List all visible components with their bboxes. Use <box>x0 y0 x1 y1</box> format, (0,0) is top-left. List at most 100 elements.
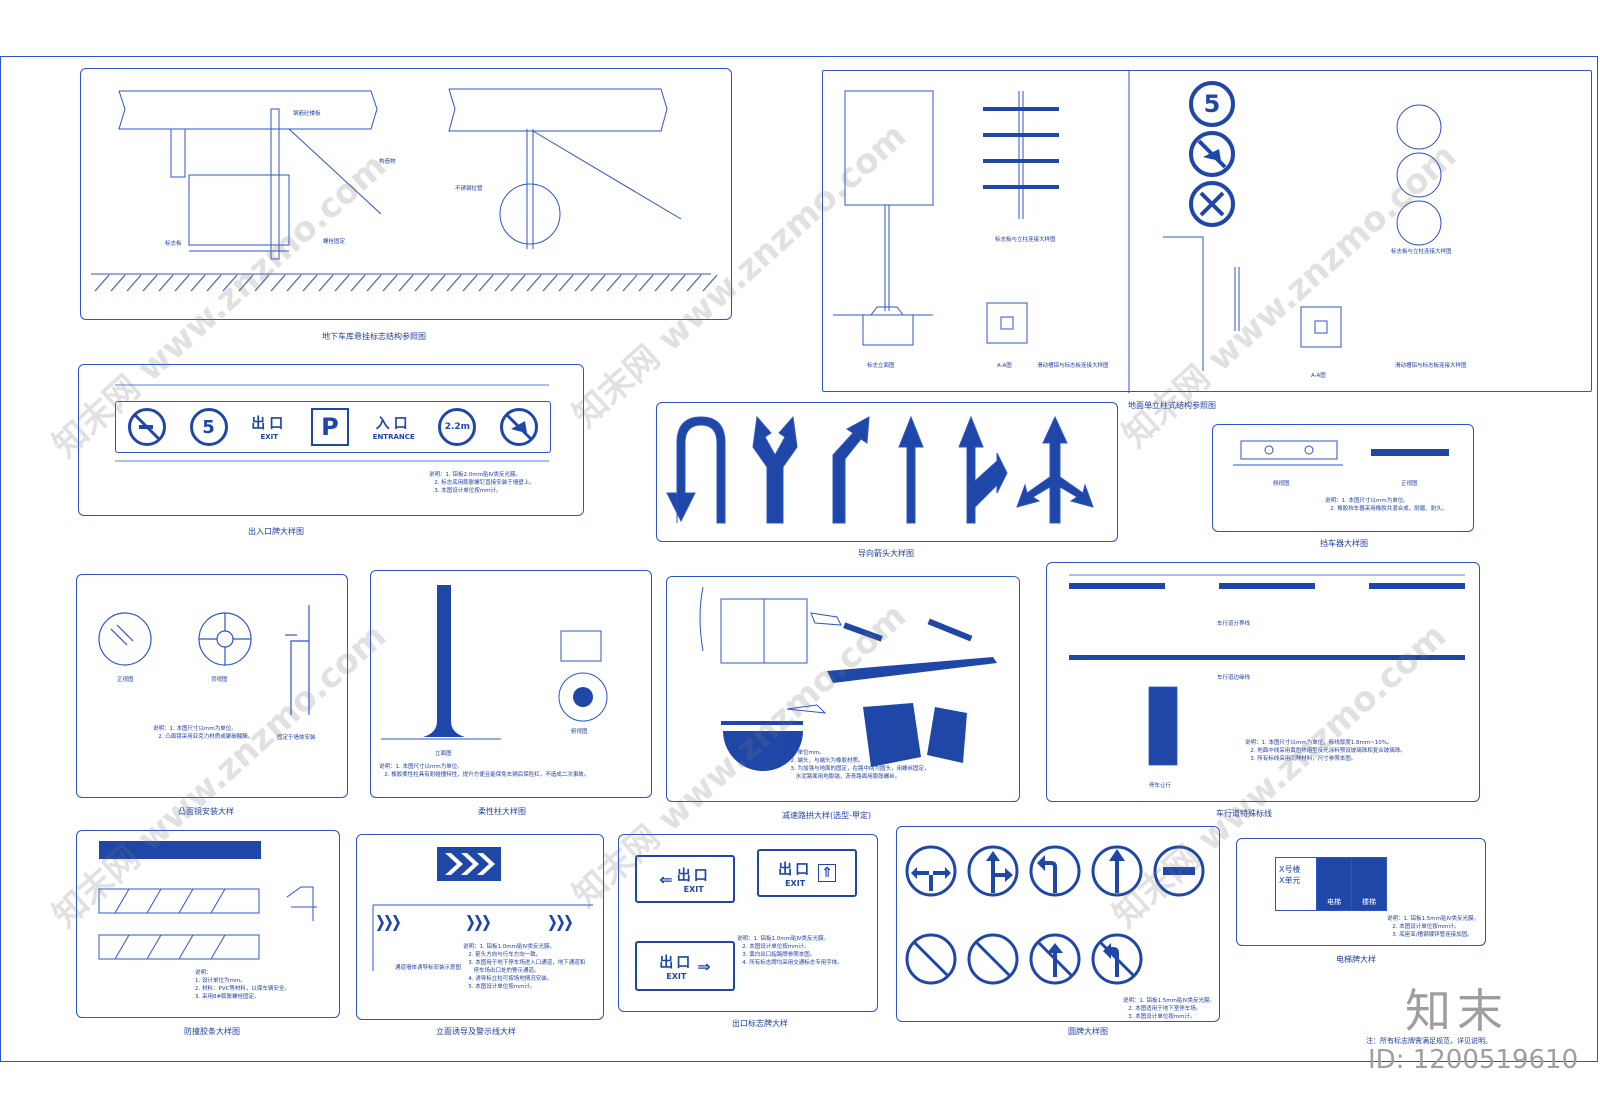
guide-arrows-drawing <box>666 415 1094 524</box>
label-a-a-2: A-A图 <box>1311 373 1326 379</box>
caption-round-signs: 圆牌大样图 <box>1068 1027 1108 1036</box>
document-id: ID: 1200519610 <box>1368 1045 1579 1075</box>
arrow-right-icon: ⇒ <box>697 956 711 976</box>
panel-flex-column: 立面图 俯视图 说明：1. 本图尺寸以mm为单位。 2. 橡胶柔性柱具有耐碰撞特… <box>370 570 652 798</box>
elevator-icon: 电梯 <box>1317 858 1352 910</box>
convex-mirror-drawing <box>98 605 310 715</box>
note-board: 说明：1. 铝板2.0mm贴Ⅳ类反光膜。 2. 标志底用膨胀螺钉直接安装于墙壁上… <box>429 472 535 494</box>
ground-hatch-line <box>110 274 126 292</box>
label-lane-edge: 车行道边缘线 <box>1217 675 1251 681</box>
label-slide-bolt: 滑动槽铝与标志板连接大样图 <box>1037 363 1109 369</box>
ground-hatch-line <box>478 274 494 292</box>
footer-note: 注：所有标志牌需满足规范，详见说明。 <box>1366 1037 1492 1045</box>
no-smoking-icon <box>127 408 166 446</box>
label-elevation: 标志立面图 <box>867 363 895 369</box>
no-entry-icon <box>1163 867 1195 875</box>
label-connection-2: 标志板与立柱连接大样图 <box>1391 249 1452 255</box>
ground-hatch-line <box>702 274 718 292</box>
straight-right-icon <box>986 851 1013 893</box>
single-pole-drawing <box>833 71 1442 393</box>
stopper-side-bar <box>1371 449 1449 456</box>
ground-hatch-line <box>430 274 446 292</box>
exit-sign-up-en: EXIT <box>785 878 806 888</box>
flex-column-drawing <box>381 585 608 740</box>
ground-hatch-line <box>334 274 350 292</box>
panel-elevator-sign: X号楼 X单元 电梯 楼梯 说明：1. 铝板1.5mm贴Ⅳ类反光膜。 2. 本图… <box>1236 838 1486 946</box>
ground-hatch-line <box>190 274 206 292</box>
brand-logo: 知末 <box>1405 984 1509 1038</box>
panel-lane-markings: 车行道分界线 车行道边缘线 停车让行 说明：1. 本图尺寸以mm为单位，标线厚度… <box>1046 562 1480 802</box>
note-elevator: 说明：1. 铝板1.5mm贴Ⅳ类反光膜。 2. 本图设计单位按mm计。 3. 底… <box>1387 916 1480 938</box>
ground-hatch-line <box>238 274 254 292</box>
exit-sign-right-cn: 出口 <box>659 954 694 971</box>
no-pass-icon <box>974 940 1012 978</box>
ground-hatch-line <box>622 274 638 292</box>
ground-hatch-line <box>414 274 430 292</box>
exit-sign-right-en: EXIT <box>666 971 687 981</box>
exit-sign-left-cn: 出口 <box>676 867 711 884</box>
caption-convex-mirror: 凸面镜安装大样 <box>178 807 234 816</box>
label-sign-panel: 标志板 <box>165 241 182 247</box>
caption-anti-collision: 防撞胶条大样图 <box>184 1027 240 1036</box>
ground-hatch-line <box>302 274 318 292</box>
elevator-board: X号楼 X单元 电梯 楼梯 <box>1275 857 1387 911</box>
ground-hatch-line <box>206 274 222 292</box>
panel-anti-collision: 说明： 1. 设计单位为mm。 2. 材料：PVC等材料，以保车辆安全。 3. … <box>76 830 340 1018</box>
ground-hatch-line <box>526 274 542 292</box>
ground-hatch-line <box>670 274 686 292</box>
exit-sign-right: 出口 EXIT ⇒ <box>635 941 735 991</box>
caption-speed-bump: 减速路拱大样(选型-甲定) <box>782 811 872 820</box>
entrance-cn: 入口 <box>375 416 412 432</box>
exit-sign-left: ⇐ 出口 EXIT <box>635 855 735 903</box>
ground-hatch-line <box>158 274 174 292</box>
straight-icon <box>1109 849 1125 893</box>
caption-car-stopper: 挡车器大样图 <box>1320 539 1368 548</box>
ground-hatch-line <box>398 274 414 292</box>
speed-limit-icon: 5 <box>189 408 228 446</box>
panel-guide-arrows <box>656 402 1118 542</box>
no-horn-icon <box>1189 131 1235 177</box>
entrance-block: 入口 ENTRANCE <box>373 413 415 441</box>
label-pipe: 不锈钢拉管 <box>455 186 483 192</box>
sign-speed-limit: 5 <box>1189 81 1235 127</box>
panel-hanging-sign: 钢筋砼楼板 构造物 螺栓固定 不锈钢拉管 标志板 <box>80 68 732 320</box>
wall-guidance-drawing <box>372 847 593 971</box>
exit-sign-left-en: EXIT <box>683 884 704 894</box>
caption-exit-sign: 出口标志牌大样 <box>732 1019 788 1028</box>
note-exit-sign: 说明：1. 铝板1.0mm贴Ⅳ类反光膜。 2. 本图设计单位按mm计。 3. 黄… <box>737 936 843 966</box>
ground-hatch-line <box>638 274 654 292</box>
exit-block: 出口 EXIT <box>251 413 287 441</box>
note-mirror: 说明：1. 本图尺寸以mm为单位。 2. 凸面镜采用亚克力材质或聚碳酸酯。 <box>153 726 254 740</box>
lane-edge-line <box>1069 655 1465 660</box>
label-structure: 构造物 <box>379 159 396 165</box>
ground-hatch-line <box>126 274 142 292</box>
panel-convex-mirror: 正视图 背视图 说明：1. 本图尺寸以mm为单位。 2. 凸面镜采用亚克力材质或… <box>76 574 348 798</box>
label-slab: 钢筋砼楼板 <box>293 111 321 117</box>
note-round-signs: 说明：1. 铝板1.5mm贴Ⅳ类反光膜。 2. 本图适用于地下室停车场。 3. … <box>1123 998 1216 1020</box>
ground-hatch-line <box>382 274 398 292</box>
ground-hatch-line <box>318 274 334 292</box>
caption-single-pole: 地面单立柱式结构参照图 <box>1128 401 1216 410</box>
panel-round-signs: 说明：1. 铝板1.5mm贴Ⅳ类反光膜。 2. 本图适用于地下室停车场。 3. … <box>896 826 1220 1022</box>
ground-hatch-line <box>558 274 574 292</box>
exit-sign-up: 出口 EXIT ⇑ <box>757 849 857 897</box>
exit-en: EXIT <box>260 433 279 441</box>
label-mirror-front: 正视图 <box>117 677 134 683</box>
ground-hatch-line <box>142 274 158 292</box>
label-flex-top: 俯视图 <box>571 729 588 735</box>
no-stopping-icon <box>1189 181 1235 227</box>
ground-hatch-line <box>510 274 526 292</box>
note-lane: 说明：1. 本图尺寸以mm为单位，标线厚度1.8mm~10%。 2. 地面中线采… <box>1245 740 1406 762</box>
ground-hatch-line <box>462 274 478 292</box>
ground-hatch-line <box>494 274 510 292</box>
panel-exit-sign: ⇐ 出口 EXIT 出口 EXIT ⇑ 出口 EXIT ⇒ 说明：1. 铝板1.… <box>618 834 878 1012</box>
ground-hatch-line <box>542 274 558 292</box>
ground-hatch-line <box>366 274 382 292</box>
arrow-up-icon: ⇑ <box>818 864 836 882</box>
left-right-turn-icon <box>911 867 951 891</box>
panel-wall-guidance: 通道墙体诱导标安装示意图 说明：1. 铝板1.0mm贴Ⅳ类反光膜。 2. 箭头方… <box>356 834 604 1020</box>
flex-column-top <box>573 687 593 707</box>
round-signs-drawing <box>905 845 1205 985</box>
speed-bump-drawing <box>699 586 997 771</box>
ground-hatch-line <box>254 274 270 292</box>
